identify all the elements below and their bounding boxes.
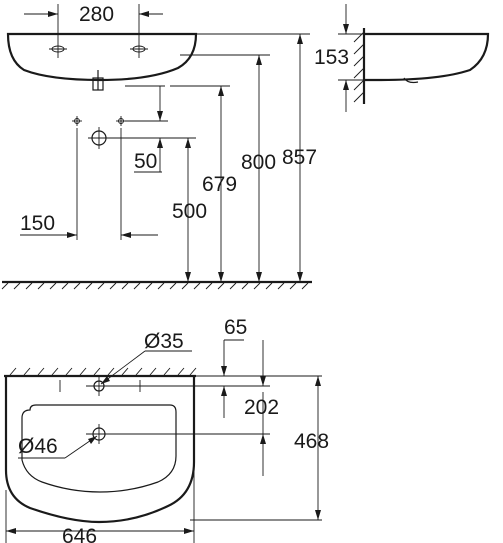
dim-857: 857 [282, 34, 317, 282]
wall-hatching [353, 31, 365, 103]
fixing-layout: 150 50 [20, 86, 196, 240]
dim-679: 679 [202, 86, 237, 282]
waste-outlet [92, 70, 104, 91]
dim-65: 65 [221, 316, 266, 386]
dim-d46: Ø46 [18, 435, 98, 459]
plan-waste [86, 424, 112, 444]
dim-d46-label: Ø46 [18, 435, 58, 458]
dim-857-label: 857 [282, 146, 317, 169]
floor-line [1, 280, 312, 290]
dim-468-label: 468 [294, 430, 329, 453]
dim-150-label: 150 [20, 212, 55, 235]
dim-679-label: 679 [202, 173, 237, 196]
side-waste [403, 77, 419, 84]
dim-202: 202 [221, 386, 279, 476]
tap-hole-right-marker [130, 40, 148, 58]
dim-646: 646 [5, 470, 195, 543]
dim-202-label: 202 [244, 396, 279, 419]
bracket-right-marker [116, 116, 126, 126]
dim-d35: Ø35 [100, 330, 192, 385]
basin-front-outline [6, 32, 198, 82]
plan-view: Ø35 Ø46 646 65 [4, 316, 329, 543]
dim-65-label: 65 [224, 316, 247, 339]
front-elevation-view: 280 [6, 3, 310, 91]
dim-280-label: 280 [79, 3, 114, 26]
dim-150: 150 [20, 212, 158, 238]
basin-plan-outer [4, 376, 196, 524]
dim-800-label: 800 [241, 151, 276, 174]
plan-tap-hole [86, 376, 112, 396]
dim-153: 153 [314, 4, 364, 112]
drain-hole-marker [88, 127, 110, 149]
bracket-left-marker [72, 116, 82, 126]
dim-153-label: 153 [314, 46, 349, 69]
dim-500: 500 [172, 138, 207, 282]
dim-280: 280 [24, 3, 163, 40]
dim-50-label: 50 [134, 150, 157, 173]
dim-50: 50 [134, 86, 163, 173]
basin-side-outline [364, 32, 490, 82]
dim-800: 800 [241, 55, 276, 282]
dim-d35-label: Ø35 [144, 330, 184, 353]
dim-468: 468 [294, 376, 329, 520]
plan-wall-hatching [9, 367, 197, 376]
dim-646-label: 646 [62, 525, 97, 543]
dim-500-label: 500 [172, 200, 207, 223]
tap-hole-left-marker [49, 40, 67, 58]
basin-plan-bowl [21, 404, 177, 493]
side-view: 153 [314, 4, 490, 112]
